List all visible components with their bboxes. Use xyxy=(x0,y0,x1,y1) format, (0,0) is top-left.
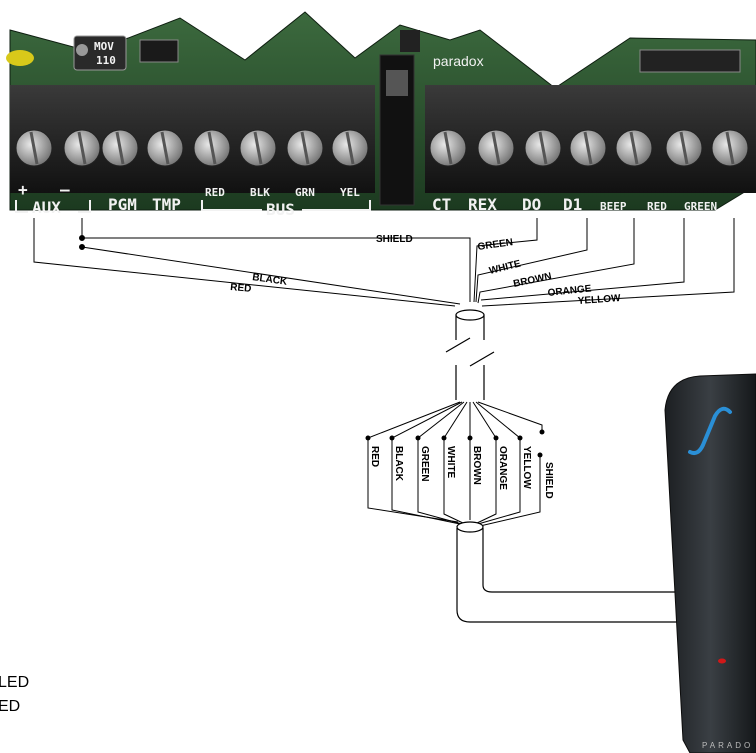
wire-black xyxy=(81,246,461,305)
bus-bracket-icon xyxy=(201,200,371,211)
screw-slot-icon xyxy=(29,131,39,165)
wire-shield xyxy=(81,218,471,302)
yellow-component xyxy=(6,50,34,66)
bus-yel: YEL xyxy=(340,186,360,199)
screw-slot-icon xyxy=(160,131,170,165)
label-white: WHITE xyxy=(488,258,522,277)
label-yellow: YELLOW xyxy=(577,293,621,307)
mov-value: 110 xyxy=(96,54,116,67)
lwire-shield xyxy=(477,401,543,527)
aux-bracket-icon xyxy=(15,200,91,213)
terminal-pgm: PGM xyxy=(108,195,137,214)
card-reader xyxy=(664,373,756,753)
side-text-ed: ED xyxy=(0,698,21,715)
aux-plus: + xyxy=(18,180,28,199)
screw-slot-icon xyxy=(253,131,263,165)
vlabel-orange: ORANGE xyxy=(497,446,508,490)
screw-slot-icon xyxy=(629,131,639,165)
cable xyxy=(445,309,495,400)
reader-brand: PARADO xyxy=(702,741,753,750)
screw-slot-icon xyxy=(725,131,735,165)
aux-minus: – xyxy=(60,180,70,199)
mov-component xyxy=(73,35,127,71)
wire-orange xyxy=(480,218,685,301)
vertical-wire-labels: RED BLACK GREEN WHITE BROWN ORANGE YELLO… xyxy=(369,446,554,499)
vlabel-brown: BROWN xyxy=(471,446,482,485)
screw-slot-icon xyxy=(345,131,355,165)
component-block-2 xyxy=(400,30,420,52)
terminal-screws xyxy=(15,129,749,167)
wire-red xyxy=(33,218,456,307)
bus-red: RED xyxy=(205,186,225,199)
terminal-green: GREEN xyxy=(684,200,717,213)
screw-slot-icon xyxy=(207,131,217,165)
bus-blk: BLK xyxy=(250,186,270,199)
component-block xyxy=(139,39,179,63)
label-green: GREEN xyxy=(477,237,514,253)
lwire-orange xyxy=(472,401,497,525)
terminal-beep: BEEP xyxy=(600,200,627,213)
vlabel-white: WHITE xyxy=(445,446,456,479)
wire-dots xyxy=(365,429,545,458)
lwire-green xyxy=(417,401,465,525)
screw-slot-icon xyxy=(679,131,689,165)
reader-logo-icon xyxy=(688,406,732,456)
screw-slot-icon xyxy=(583,131,593,165)
brand-label: paradox xyxy=(433,53,484,69)
reader-led xyxy=(718,658,726,664)
lwire-white xyxy=(443,401,468,525)
vlabel-green: GREEN xyxy=(419,446,430,482)
terminal-tmp: TMP xyxy=(152,195,181,214)
reader-cable xyxy=(456,521,700,623)
mov-pin-icon xyxy=(76,44,88,56)
vlabel-yellow: YELLOW xyxy=(521,446,532,489)
right-connector xyxy=(639,49,741,73)
lwire-yellow xyxy=(475,401,521,525)
terminal-do: DO xyxy=(522,195,541,214)
terminal-ct: CT xyxy=(432,195,451,214)
bus-grn: GRN xyxy=(295,186,315,199)
label-orange: ORANGE xyxy=(547,283,592,299)
side-text-led: LED xyxy=(0,674,30,691)
screw-slot-icon xyxy=(115,131,125,165)
wire-green xyxy=(473,218,538,303)
lower-wires xyxy=(367,401,543,527)
label-red: RED xyxy=(230,282,252,295)
wire-yellow xyxy=(481,218,735,307)
terminal-red: RED xyxy=(647,200,667,213)
vlabel-shield: SHIELD xyxy=(543,462,554,499)
vlabel-black: BLACK xyxy=(393,446,404,482)
wire-white xyxy=(475,218,588,303)
label-shield: SHIELD xyxy=(376,234,413,245)
lwire-red xyxy=(367,401,461,523)
bus-label: BUS xyxy=(266,200,295,219)
screw-slot-icon xyxy=(538,131,548,165)
aux-label: AUX xyxy=(32,198,61,217)
label-brown: BROWN xyxy=(512,271,552,290)
lwire-black xyxy=(391,401,463,525)
cable-break-icon xyxy=(445,337,495,367)
mov-label: MOV xyxy=(94,40,114,53)
label-black: BLACK xyxy=(252,272,289,288)
relay-chip-icon xyxy=(386,70,408,96)
screw-slot-icon xyxy=(77,131,87,165)
terminal-rex: REX xyxy=(468,195,497,214)
wire-brown xyxy=(477,218,635,304)
screw-slot-icon xyxy=(491,131,501,165)
screw-slot-icon xyxy=(443,131,453,165)
upper-wires xyxy=(33,218,735,307)
screw-slot-icon xyxy=(300,131,310,165)
terminal-d1: D1 xyxy=(563,195,582,214)
vlabel-red: RED xyxy=(369,446,380,467)
